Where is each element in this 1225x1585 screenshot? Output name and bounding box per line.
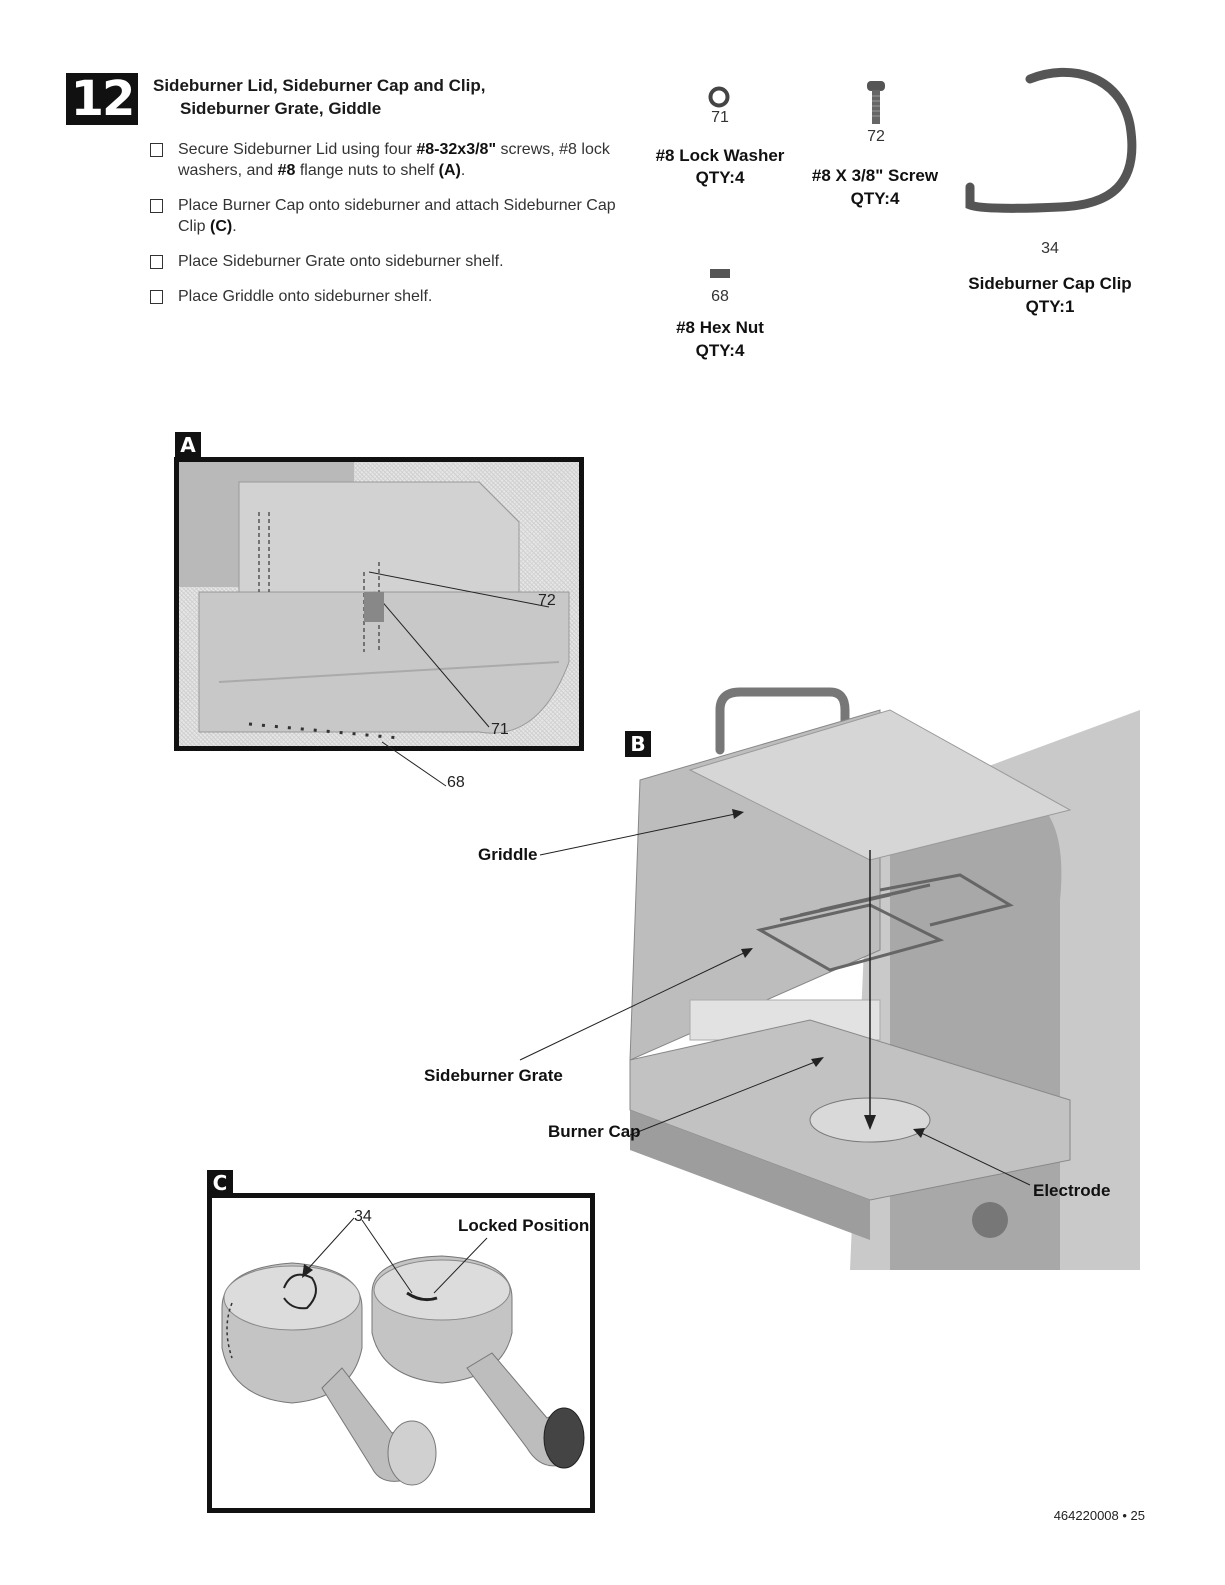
panel-b-label: B <box>625 731 651 757</box>
panel-c-illustration <box>207 1193 595 1513</box>
instruction-checklist: Secure Sideburner Lid using four #8-32x3… <box>150 139 640 321</box>
step-title-line2: Sideburner Grate, Giddle <box>180 99 382 118</box>
callout-68-leader <box>381 741 447 787</box>
part-number: 71 <box>711 109 729 126</box>
instruction-item: Place Sideburner Grate onto sideburner s… <box>150 251 640 272</box>
page-footer: 464220008 • 25 <box>1053 1508 1145 1523</box>
callout-34: 34 <box>354 1208 372 1225</box>
part-number: 68 <box>711 288 729 305</box>
hex-nut-icon <box>710 269 730 278</box>
step-number-badge: 12 <box>66 73 138 125</box>
callout-68: 68 <box>447 774 465 791</box>
burner-cap-clip-illustration <box>221 1217 585 1486</box>
instruction-item: Place Burner Cap onto sideburner and att… <box>150 195 640 237</box>
part-name: Sideburner Cap Clip <box>968 274 1132 293</box>
screw-icon <box>867 81 885 124</box>
part-number: 72 <box>867 128 885 145</box>
part-qty: QTY:4 <box>695 341 745 360</box>
cap-clip-icon <box>965 67 1137 213</box>
callout-locked-position: Locked Position <box>458 1216 590 1235</box>
lock-washer-icon <box>708 86 730 108</box>
sideburner-lid-illustration <box>179 462 570 740</box>
step-title-line1: Sideburner Lid, Sideburner Cap and Clip, <box>153 76 486 95</box>
callout-griddle: Griddle <box>478 845 538 864</box>
part-qty: QTY:4 <box>850 189 900 208</box>
panel-a-illustration <box>174 457 584 751</box>
callout-electrode: Electrode <box>1033 1181 1111 1200</box>
part-name: #8 X 3/8" Screw <box>811 166 939 185</box>
checkbox-icon[interactable] <box>150 199 163 213</box>
part-qty: QTY:1 <box>1025 297 1075 316</box>
part-qty: QTY:4 <box>695 168 745 187</box>
callout-71: 71 <box>491 721 509 738</box>
instruction-item: Place Griddle onto sideburner shelf. <box>150 286 640 307</box>
part-number: 34 <box>1041 240 1059 257</box>
checkbox-icon[interactable] <box>150 290 163 304</box>
checkbox-icon[interactable] <box>150 255 163 269</box>
panel-b-leaders <box>519 809 1031 1186</box>
part-name: #8 Lock Washer <box>655 146 785 165</box>
checkbox-icon[interactable] <box>150 143 163 157</box>
panel-c-label: C <box>207 1170 233 1196</box>
panel-a-label: A <box>175 432 201 458</box>
callout-72: 72 <box>538 592 556 609</box>
callout-sideburner-grate: Sideburner Grate <box>424 1066 563 1085</box>
callout-burner-cap: Burner Cap <box>548 1122 641 1141</box>
part-name: #8 Hex Nut <box>676 318 764 337</box>
instruction-item: Secure Sideburner Lid using four #8-32x3… <box>150 139 640 181</box>
